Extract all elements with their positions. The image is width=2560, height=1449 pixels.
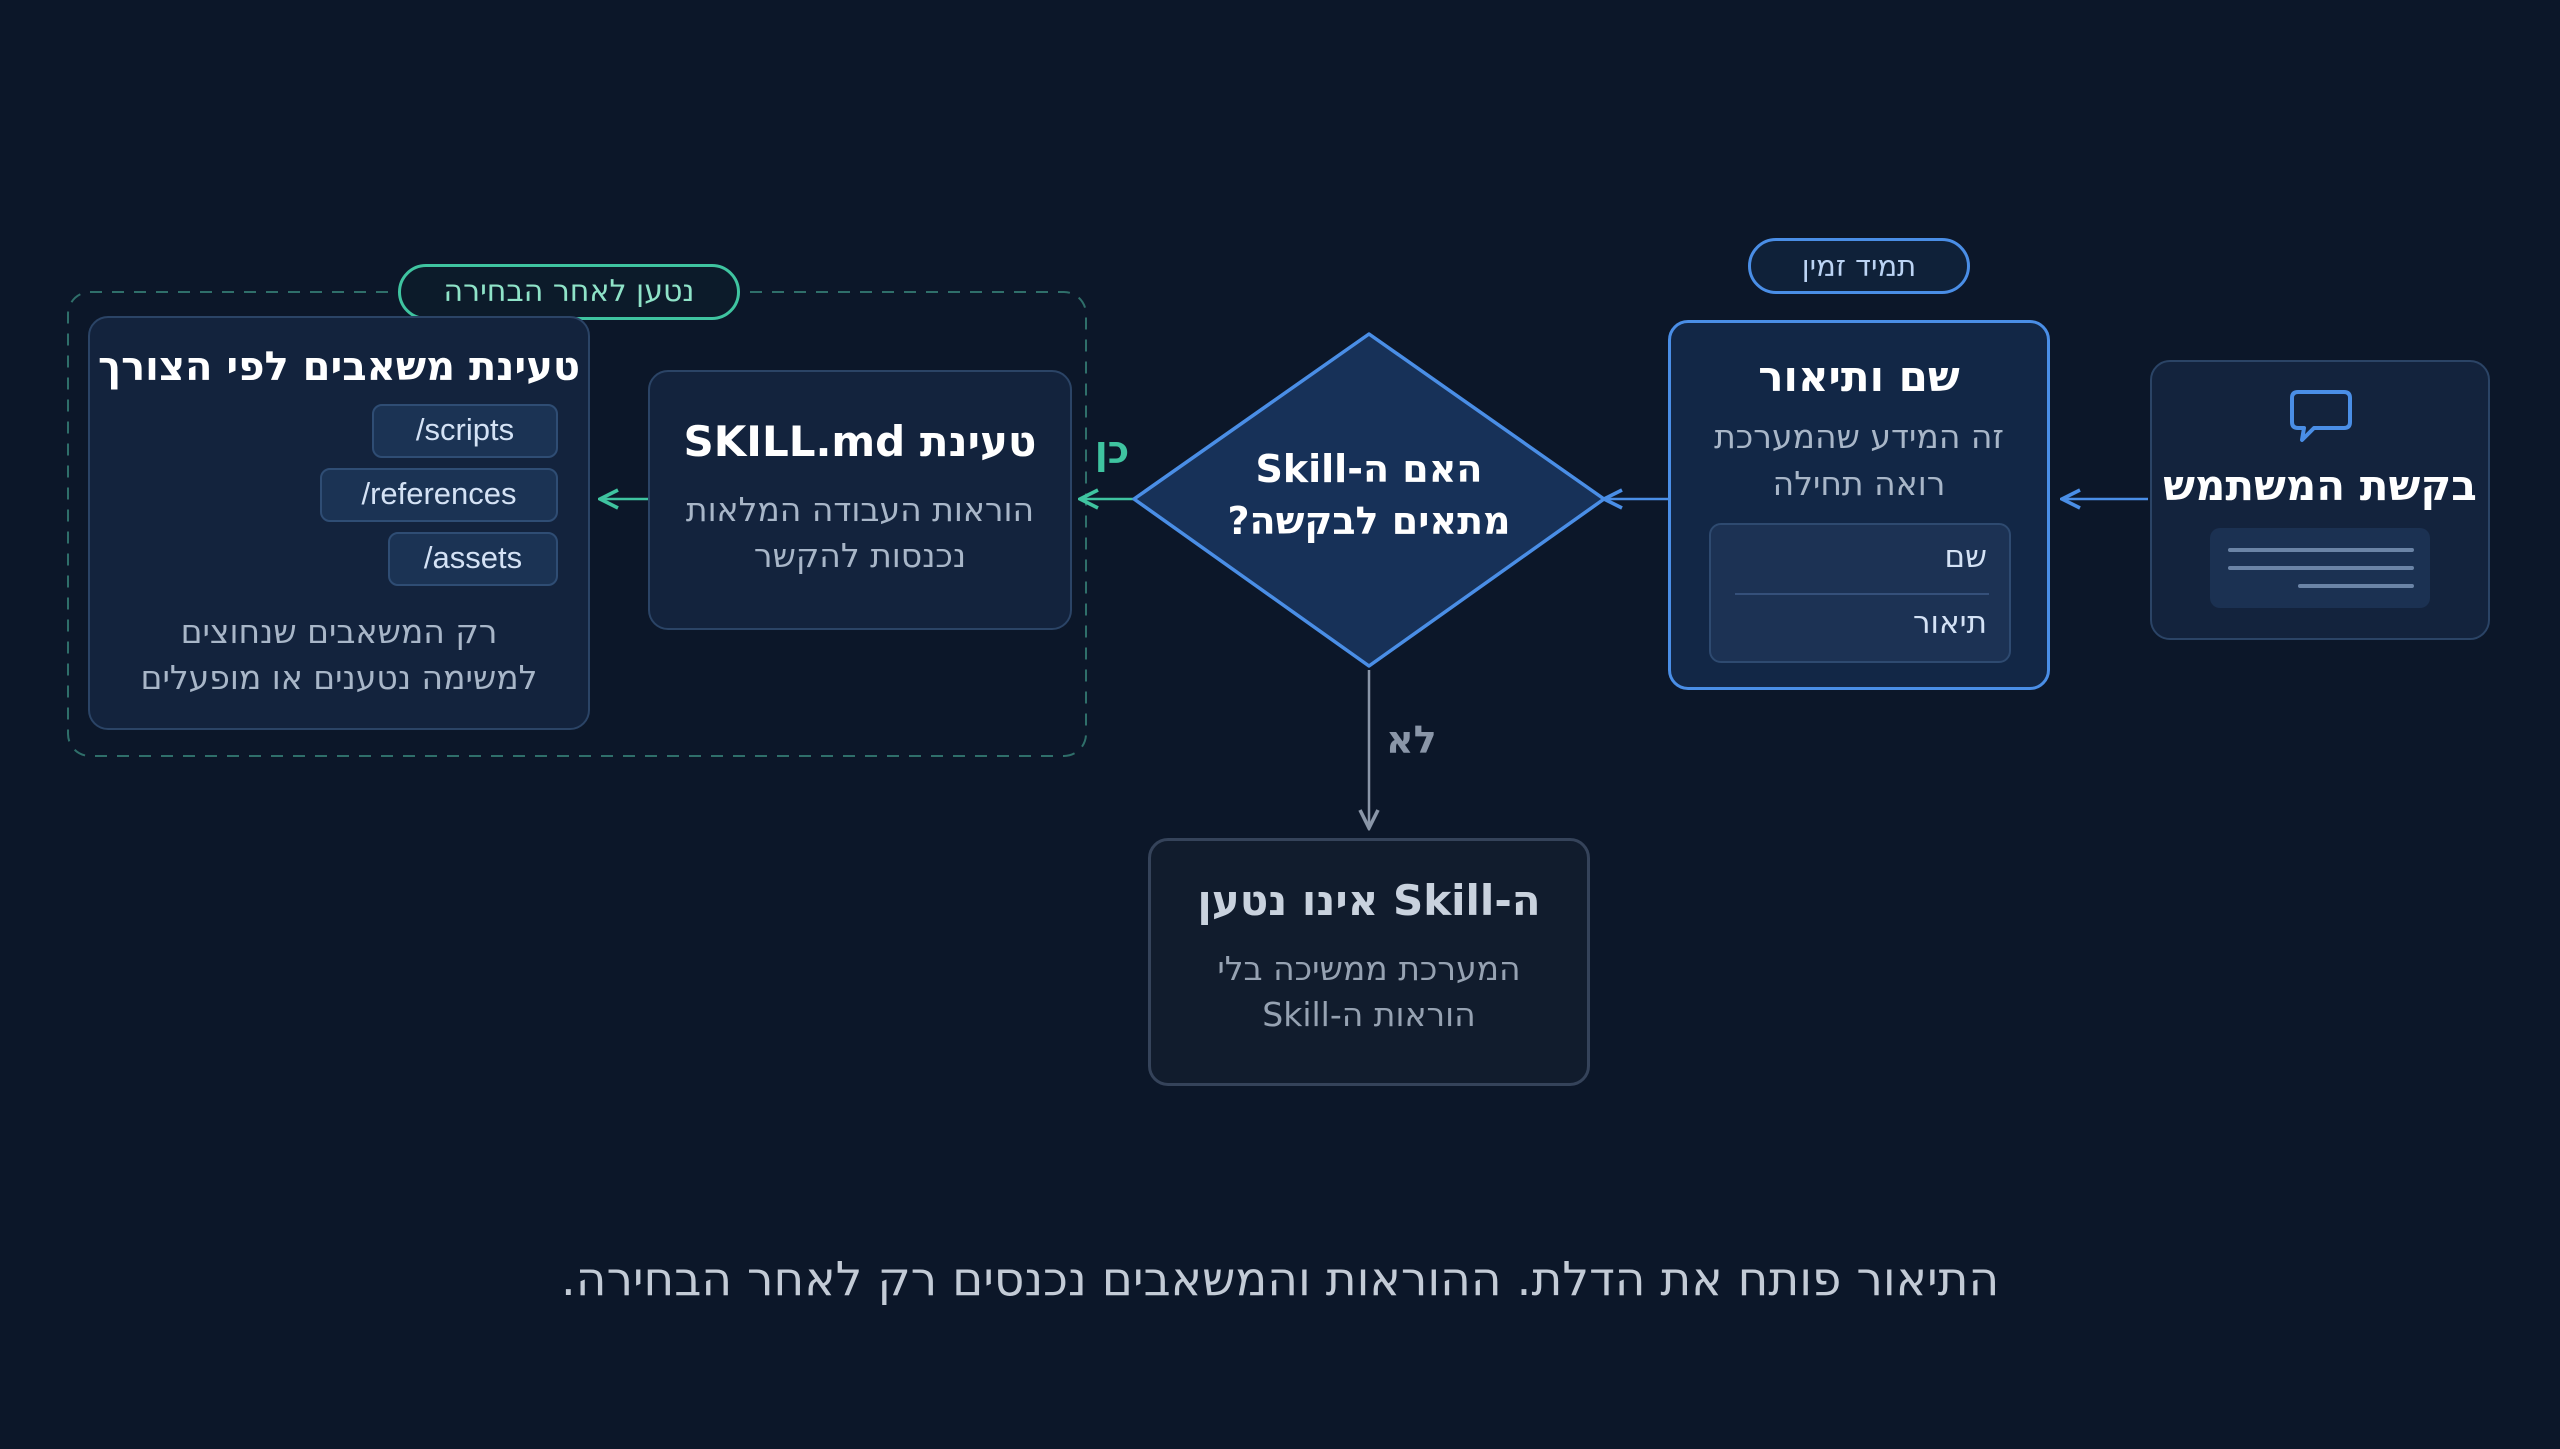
request-title: בקשת המשתמש <box>2163 461 2477 510</box>
skill-load-title: טעינת SKILL.md <box>683 417 1037 466</box>
caption: התיאור פותח את הדלת. ההוראות והמשאבים נכ… <box>560 1252 2000 1307</box>
request-text-preview <box>2210 528 2430 608</box>
resource-chip-references: /references <box>320 468 558 522</box>
not-loaded-desc-line2: הוראות ה-Skill <box>1262 995 1476 1034</box>
decision-diamond <box>1132 332 1606 668</box>
not-loaded-title: ה-Skill אינו נטען <box>1197 876 1541 925</box>
metadata-card: שם ותיאור זה המידע שהמערכת רואה תחילה שם… <box>1668 320 2050 690</box>
metadata-title: שם ותיאור <box>1758 352 1960 401</box>
resource-chip-assets: /assets <box>388 532 558 586</box>
decision-line1: האם ה-Skill <box>1255 447 1483 491</box>
speech-bubble-icon <box>2290 390 2352 442</box>
skill-load-desc-line2: נכנסות להקשר <box>753 536 967 575</box>
request-card: בקשת המשתמש <box>2150 360 2490 640</box>
resources-desc-line2: למשימה נטענים או מופעלים <box>140 658 538 697</box>
loaded-after-selection-badge: נטען לאחר הבחירה <box>398 264 740 320</box>
decision-line2: מתאים לבקשה? <box>1227 499 1511 543</box>
skill-load-card: טעינת SKILL.md הוראות העבודה המלאות נכנס… <box>648 370 1072 630</box>
no-label: לא <box>1386 718 1437 762</box>
metadata-fields-panel: שם תיאור <box>1709 523 2011 663</box>
field-description: תיאור <box>1913 605 1987 641</box>
metadata-desc-line2: רואה תחילה <box>1772 464 1946 503</box>
not-loaded-card: ה-Skill אינו נטען המערכת ממשיכה בלי הורא… <box>1148 838 1590 1086</box>
resources-title: טעינת משאבים לפי הצורך <box>97 344 581 390</box>
resources-desc-line1: רק המשאבים שנחוצים <box>180 612 498 651</box>
skill-load-desc-line1: הוראות העבודה המלאות <box>685 490 1035 529</box>
resources-card: טעינת משאבים לפי הצורך /scripts /referen… <box>88 316 590 730</box>
yes-label: כן <box>1094 428 1130 472</box>
metadata-desc-line1: זה המידע שהמערכת <box>1714 417 2004 456</box>
always-available-badge: תמיד זמין <box>1748 238 1970 294</box>
fields-divider <box>1735 593 1989 595</box>
resource-chip-scripts: /scripts <box>372 404 558 458</box>
field-name: שם <box>1944 539 1987 575</box>
not-loaded-desc-line1: המערכת ממשיכה בלי <box>1217 949 1521 988</box>
